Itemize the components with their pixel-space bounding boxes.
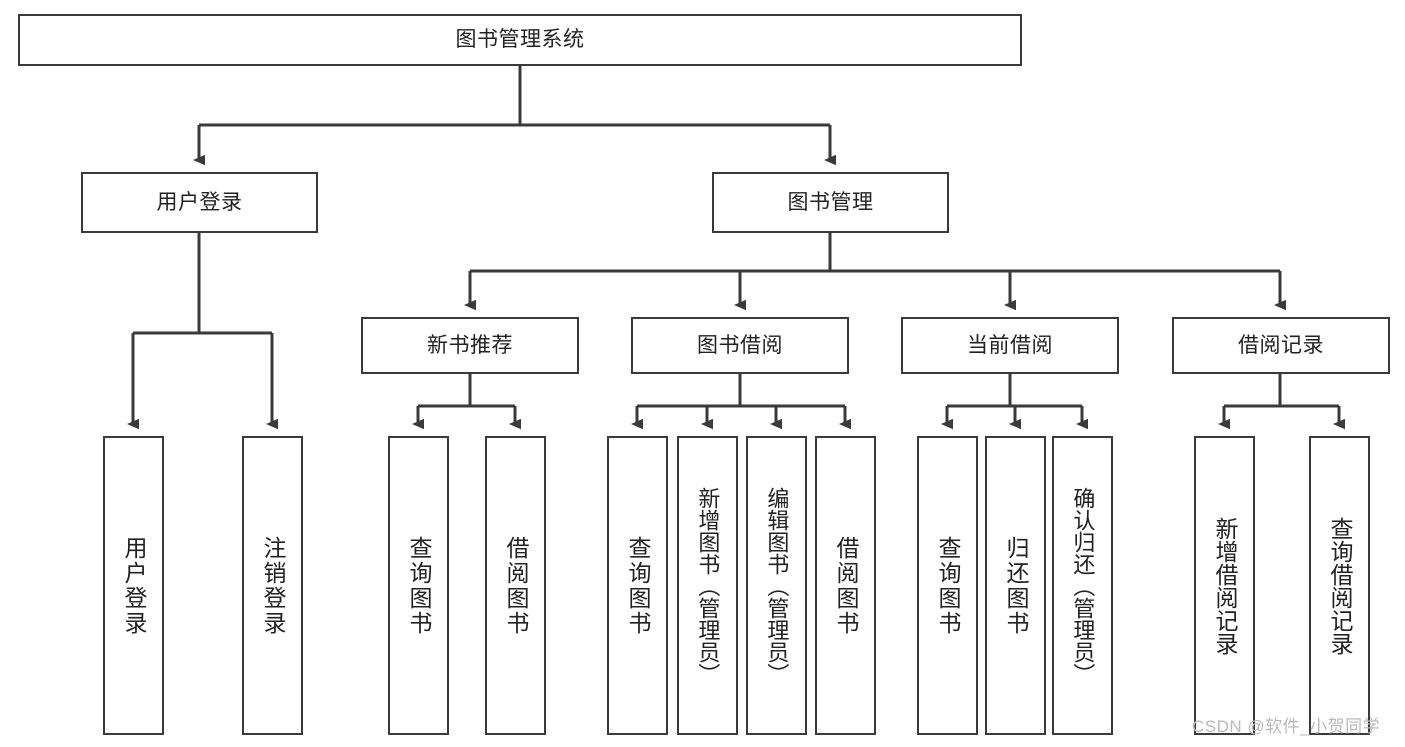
node-new-book-recommend[interactable]: 新书推荐 (361, 317, 579, 374)
node-label: 注销登录 (260, 535, 287, 636)
node-label: 查询图书 (625, 535, 652, 636)
watermark: CSDN @软件_小贺同学 (1192, 717, 1381, 736)
node-label: 借阅记录 (1238, 333, 1324, 357)
node-label: 用户登录 (121, 535, 148, 636)
leaf-new-book-borrow-books[interactable]: 借阅图书 (485, 436, 546, 735)
leaf-book-borrow-edit-book-admin[interactable]: 编辑图书（管理员） (746, 436, 807, 735)
node-label: 借阅图书 (833, 535, 860, 636)
node-label: 借阅图书 (503, 535, 530, 636)
node-label: 确认归还（管理员） (1070, 486, 1096, 685)
node-book-borrow[interactable]: 图书借阅 (631, 317, 849, 374)
leaf-current-borrow-query-books[interactable]: 查询图书 (917, 436, 978, 735)
node-book-management[interactable]: 图书管理 (712, 172, 949, 233)
node-borrow-records[interactable]: 借阅记录 (1172, 317, 1390, 374)
node-label: 查询图书 (935, 535, 962, 636)
node-label: 归还图书 (1003, 535, 1030, 636)
leaf-user-login-logout[interactable]: 注销登录 (242, 436, 303, 735)
leaf-new-book-query-books[interactable]: 查询图书 (388, 436, 449, 735)
leaf-user-login-login[interactable]: 用户登录 (103, 436, 164, 735)
node-label: 图书管理 (787, 190, 874, 214)
node-label: 新增图书（管理员） (695, 486, 721, 685)
leaf-current-borrow-confirm-return-admin[interactable]: 确认归还（管理员） (1052, 436, 1113, 735)
leaf-book-borrow-borrow-books[interactable]: 借阅图书 (815, 436, 876, 735)
leaf-borrow-records-query-record[interactable]: 查询借阅记录 (1309, 436, 1370, 735)
leaf-book-borrow-query-books[interactable]: 查询图书 (607, 436, 668, 735)
node-label: 图书借阅 (697, 333, 783, 357)
node-label: 用户登录 (156, 190, 243, 214)
node-label: 图书管理系统 (455, 28, 585, 52)
node-label: 当前借阅 (967, 333, 1053, 357)
node-label: 新书推荐 (427, 333, 513, 357)
leaf-current-borrow-return-books[interactable]: 归还图书 (985, 436, 1046, 735)
node-user-login[interactable]: 用户登录 (81, 172, 318, 233)
leaf-borrow-records-add-record[interactable]: 新增借阅记录 (1194, 436, 1255, 735)
node-label: 查询图书 (406, 535, 433, 636)
node-label: 新增借阅记录 (1212, 516, 1239, 655)
node-label: 编辑图书（管理员） (764, 486, 790, 685)
node-current-borrow[interactable]: 当前借阅 (901, 317, 1119, 374)
leaf-book-borrow-add-book-admin[interactable]: 新增图书（管理员） (677, 436, 738, 735)
node-label: 查询借阅记录 (1327, 516, 1354, 655)
node-root-book-management-system[interactable]: 图书管理系统 (18, 14, 1022, 66)
